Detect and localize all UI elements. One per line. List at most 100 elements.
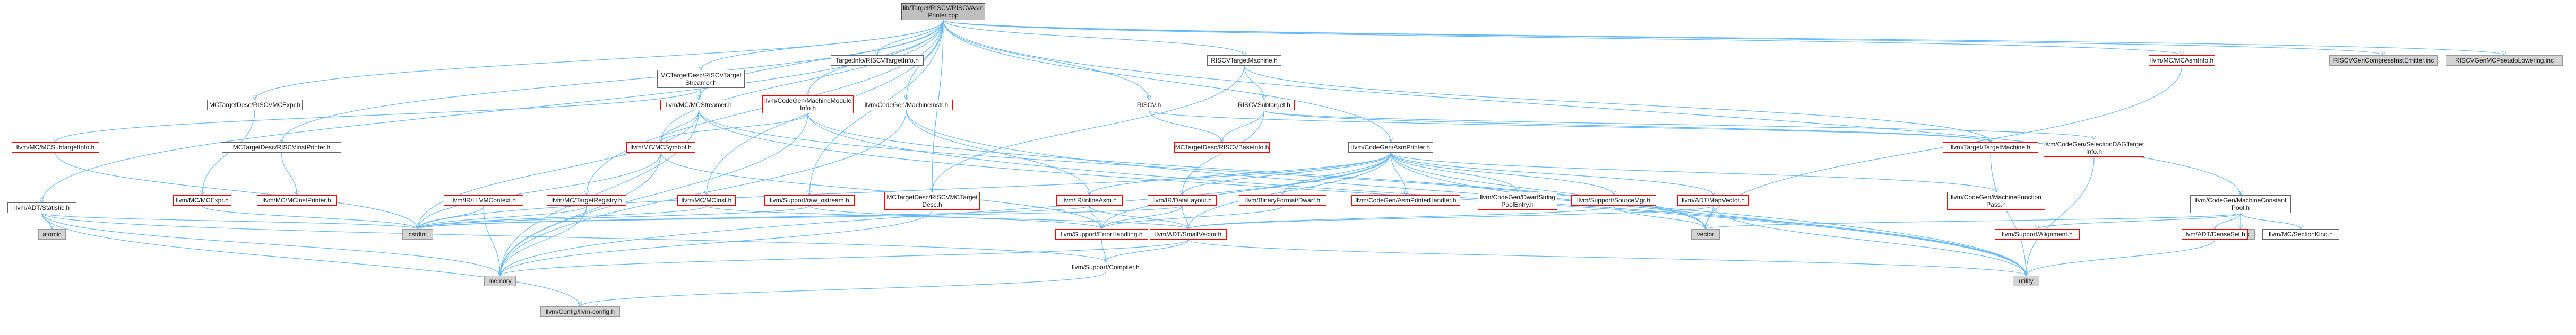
node-utility[interactable]: utility bbox=[2013, 276, 2039, 286]
edge-targetmachine-to-utility bbox=[1990, 152, 2026, 276]
node-mcsubinfo[interactable]: llvm/MC/MCSubtargetInfo.h bbox=[12, 142, 99, 153]
edge-tm-to-subtarget bbox=[1244, 65, 1264, 100]
node-compressinst[interactable]: RISCVGenCompressInstEmitter.inc bbox=[2329, 55, 2438, 66]
node-smallvector[interactable]: llvm/ADT/SmallVector.h bbox=[1150, 229, 1227, 240]
node-label: utility bbox=[2019, 277, 2034, 285]
node-label: llvm/BinaryFormat/Dwarf.h bbox=[1245, 197, 1321, 204]
node-baseinfo[interactable]: MCTargetDesc/RISCVBaseInfo.h bbox=[1174, 142, 1270, 153]
node-label: llvm/CodeGen/AsmPrinter.h bbox=[1351, 144, 1431, 151]
node-llvmmcexpr[interactable]: llvm/MC/MCExpr.h bbox=[173, 195, 231, 206]
node-label: RISCVSubtarget.h bbox=[1238, 101, 1290, 109]
edge-llvmcontext-to-memory bbox=[483, 205, 500, 276]
edge-instprinter-to-mcinstprinter bbox=[281, 152, 297, 195]
edge-mcsubinfo-to-cstdint bbox=[55, 152, 418, 229]
node-mcasminfo[interactable]: llvm/MC/MCAsmInfo.h bbox=[2149, 55, 2215, 66]
edge-root-to-mcpool bbox=[943, 20, 2241, 195]
edge-sourcemgr-to-smallvector bbox=[1188, 205, 1614, 229]
edge-compiler-to-llvmconfig bbox=[580, 272, 1106, 306]
edge-asmprinter-to-cstdint bbox=[418, 152, 1391, 229]
node-label: llvm/MC/MCInst.h bbox=[681, 197, 732, 204]
node-label: MCTargetDesc/RISCVMCExpr.h bbox=[209, 101, 301, 109]
edge-tm-to-riscvmctd bbox=[932, 65, 1245, 192]
node-targetmachine[interactable]: llvm/Target/TargetMachine.h bbox=[1943, 142, 2038, 153]
node-label: llvm/ADT/Statistic.h bbox=[14, 204, 70, 211]
edge-mcstreamer-to-mcsymbol bbox=[661, 110, 700, 142]
edge-datalayout-to-cstdint bbox=[418, 205, 1183, 229]
node-label: RISCVGenCompressInstEmitter.inc bbox=[2333, 57, 2434, 64]
node-inlineasm[interactable]: llvm/IR/InlineAsm.h bbox=[1056, 195, 1123, 206]
node-errorhandling[interactable]: llvm/Support/ErrorHandling.h bbox=[1055, 229, 1148, 240]
node-streamer[interactable]: MCTargetDesc/RISCVTarget Streamer.h bbox=[657, 70, 745, 88]
node-cstdint[interactable]: cstdint bbox=[402, 229, 433, 240]
node-tm[interactable]: RISCVTargetMachine.h bbox=[1207, 55, 1281, 66]
node-mapvector[interactable]: llvm/ADT/MapVector.h bbox=[1677, 195, 1749, 206]
edge-root-to-compressinst bbox=[943, 20, 2384, 55]
node-llvmconfig[interactable]: llvm/Config/llvm-config.h bbox=[540, 306, 620, 317]
node-compiler[interactable]: llvm/Support/Compiler.h bbox=[1066, 262, 1145, 272]
node-label: lib/Target/RISCV/RISCVAsm Printer.cpp bbox=[903, 4, 984, 19]
node-alignment[interactable]: llvm/Support/Alignment.h bbox=[1995, 229, 2080, 240]
node-mcinst[interactable]: llvm/MC/MCInst.h bbox=[677, 195, 736, 206]
node-label: llvm/MC/MCStreamer.h bbox=[666, 101, 732, 109]
node-mfp[interactable]: llvm/CodeGen/MachineFunction Pass.h bbox=[1947, 192, 2045, 210]
node-binaryformat[interactable]: llvm/BinaryFormat/Dwarf.h bbox=[1239, 195, 1326, 206]
node-targetreg[interactable]: llvm/MC/TargetRegistry.h bbox=[547, 195, 626, 206]
node-vector[interactable]: vector bbox=[1691, 229, 1720, 240]
node-densetset[interactable]: llvm/ADT/DenseSet.h bbox=[2182, 229, 2248, 240]
edge-mcinst-to-cstdint bbox=[418, 205, 707, 229]
edge-asmprinter-to-smallvector bbox=[1188, 152, 1391, 229]
node-label: llvm/MC/SectionKind.h bbox=[2269, 231, 2333, 238]
node-label: llvm/ADT/SmallVector.h bbox=[1155, 231, 1222, 238]
edge-tm-to-targetmachine bbox=[1244, 65, 1991, 142]
node-root[interactable]: lib/Target/RISCV/RISCVAsm Printer.cpp bbox=[901, 3, 985, 20]
node-mcexpr[interactable]: MCTargetDesc/RISCVMCExpr.h bbox=[207, 100, 303, 110]
node-memory[interactable]: memory bbox=[484, 276, 516, 286]
node-label: llvm/Support/ErrorHandling.h bbox=[1061, 231, 1143, 238]
node-label: llvm/MC/TargetRegistry.h bbox=[551, 197, 622, 204]
node-mcstreamer[interactable]: llvm/MC/MCStreamer.h bbox=[660, 100, 737, 110]
node-machineinstr[interactable]: llvm/CodeGen/MachineInstr.h bbox=[860, 100, 953, 110]
node-label: llvm/CodeGen/MachineConstant Pool.h bbox=[2194, 197, 2287, 211]
edge-asmprinter-to-utility bbox=[1390, 152, 2026, 276]
node-targetinfo[interactable]: TargetInfo/RISCVTargetInfo.h bbox=[831, 55, 924, 66]
node-rawostream[interactable]: llvm/Support/raw_ostream.h bbox=[764, 195, 855, 206]
node-asmprinter[interactable]: llvm/CodeGen/AsmPrinter.h bbox=[1348, 142, 1433, 153]
node-instprinter[interactable]: MCTargetDesc/RISCVInstPrinter.h bbox=[222, 142, 341, 153]
node-llvmcontext[interactable]: llvm/IR/LLVMContext.h bbox=[444, 195, 523, 206]
node-label: RISCV.h bbox=[1136, 101, 1161, 109]
node-mcsymbol[interactable]: llvm/MC/MCSymbol.h bbox=[626, 142, 695, 153]
edge-root-to-pseudolower bbox=[943, 20, 2504, 55]
edge-smallvector-to-compiler bbox=[1106, 239, 1189, 262]
node-riscvmctd[interactable]: MCTargetDesc/RISCVMCTarget Desc.h bbox=[884, 192, 980, 210]
node-pseudolower[interactable]: RISCVGenMCPseudoLowering.inc bbox=[2446, 55, 2563, 66]
edge-asmprinter-to-datalayout bbox=[1182, 152, 1391, 195]
node-sourcemgr[interactable]: llvm/Support/SourceMgr.h bbox=[1571, 195, 1656, 206]
node-atomic[interactable]: atomic bbox=[38, 229, 66, 240]
edge-asmprinter-to-vector bbox=[1390, 152, 1705, 229]
node-label: llvm/CodeGen/DwarfString PoolEntry.h bbox=[1479, 193, 1556, 208]
edge-subtarget-to-seldag bbox=[1263, 110, 2095, 139]
edge-mmi-to-utility bbox=[807, 113, 2026, 276]
node-label: llvm/MC/MCAsmInfo.h bbox=[2150, 57, 2214, 64]
node-subtarget[interactable]: RISCVSubtarget.h bbox=[1234, 100, 1295, 110]
node-asmprinterhandler[interactable]: llvm/CodeGen/AsmPrinterHandler.h bbox=[1351, 195, 1460, 206]
node-mcpool[interactable]: llvm/CodeGen/MachineConstant Pool.h bbox=[2190, 195, 2291, 213]
edge-mmi-to-mcsymbol bbox=[661, 113, 808, 142]
node-label: atomic bbox=[42, 231, 62, 238]
node-label: MCTargetDesc/RISCVTarget Streamer.h bbox=[660, 72, 742, 86]
edge-adtstat-to-atomic bbox=[41, 213, 52, 229]
node-riscvh[interactable]: RISCV.h bbox=[1132, 100, 1166, 110]
node-datalayout[interactable]: llvm/IR/DataLayout.h bbox=[1148, 195, 1217, 206]
node-sectionkind[interactable]: llvm/MC/SectionKind.h bbox=[2262, 229, 2339, 240]
node-seldag[interactable]: llvm/CodeGen/SelectionDAGTarget Info.h bbox=[2044, 139, 2144, 157]
node-label: llvm/Support/Compiler.h bbox=[1072, 263, 1140, 271]
edge-binaryformat-to-errorhandling bbox=[1102, 205, 1283, 229]
node-label: TargetInfo/RISCVTargetInfo.h bbox=[835, 57, 919, 64]
node-dwarfstring[interactable]: llvm/CodeGen/DwarfString PoolEntry.h bbox=[1478, 192, 1557, 210]
edge-asmprinter-to-asmprinterhandler bbox=[1390, 152, 1406, 195]
node-mcinstprinter[interactable]: llvm/MC/MCInstPrinter.h bbox=[257, 195, 337, 206]
node-adtstat[interactable]: llvm/ADT/Statistic.h bbox=[7, 202, 76, 213]
node-mmi[interactable]: llvm/CodeGen/MachineModule Info.h bbox=[762, 95, 854, 113]
edge-smallvector-to-utility bbox=[1187, 239, 2027, 276]
